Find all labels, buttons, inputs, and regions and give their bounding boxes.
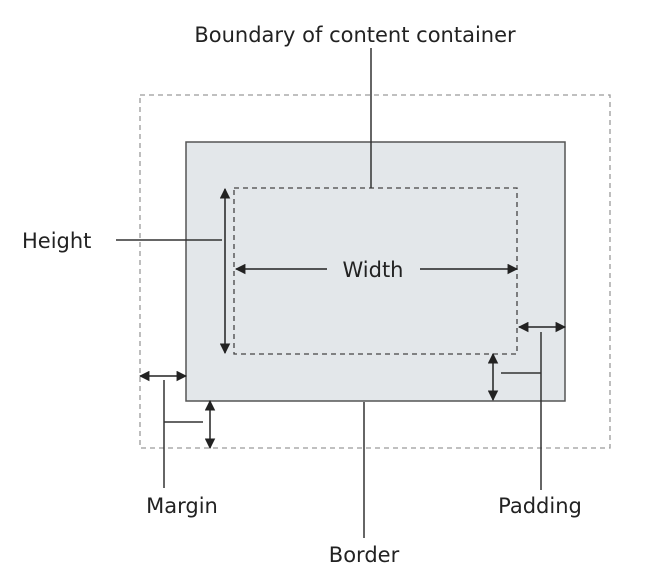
margin-label: Margin (146, 494, 218, 518)
border-label: Border (329, 543, 400, 567)
boundary-label: Boundary of content container (194, 23, 516, 47)
width-label: Width (342, 258, 403, 282)
content-boundary (233, 187, 518, 355)
margin-boundary (139, 94, 611, 449)
padding-label: Padding (498, 494, 582, 518)
height-label: Height (22, 229, 91, 253)
border-box (185, 141, 566, 402)
